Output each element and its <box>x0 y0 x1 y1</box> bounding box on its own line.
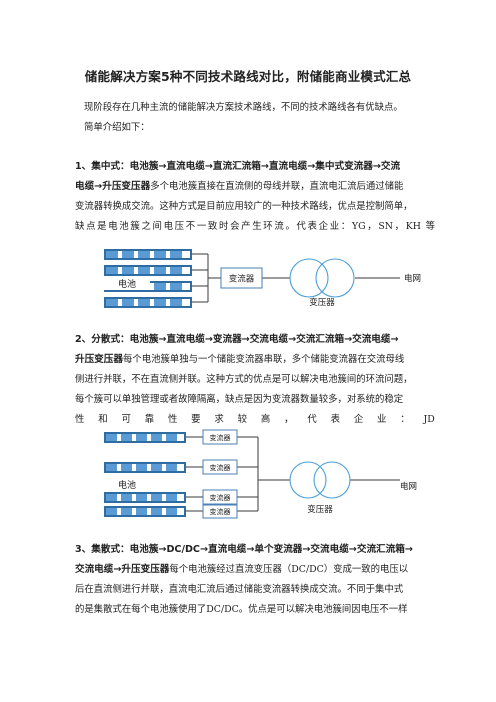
section3-heading: 3、集散式：电池簇→DC/DC→直流电缆→单个变流器→交流电缆→交流汇流箱→ <box>75 544 413 555</box>
section2-line-3: 侧进行并联，不在直流侧并联。这种方式的优点是可以解决电池簇间的环流问题， <box>75 374 413 385</box>
section1-line-2: 电缆→升压变压器多个电池簇直接在直流侧的母线并联，直流电汇流后通过储能 <box>75 181 404 192</box>
converter-box-2 <box>202 459 238 475</box>
section3-line-3: 后在直流侧进行并联，直流电汇流后通过储能变流器转换成交流。不同于集中式 <box>75 584 404 595</box>
converter-label-2: 变流器 <box>210 463 231 472</box>
converter-box-1 <box>202 429 238 445</box>
battery-rack-2 <box>104 462 186 473</box>
intro-line-1: 现阶段存在几种主流的储能解决方案技术路线，不同的技术路线各有优缺点。 <box>83 102 403 113</box>
transformer-coil-2 <box>315 258 355 298</box>
section3-line-2: 交流电缆→升压变压器每个电池簇经过直流变压器（DC/DC）变成一致的电压以 <box>75 564 409 575</box>
battery-rack-4 <box>104 297 192 308</box>
section1-line-3: 变流器转换成交流。这种方式是目前应用较广的一种技术路线，优点是控制简单， <box>75 201 413 212</box>
converter-label-1: 变流器 <box>210 433 231 442</box>
converter-label-4: 变流器 <box>210 507 231 516</box>
transformer-label: 变压器 <box>307 504 333 515</box>
converter-box-3 <box>202 489 238 505</box>
transformer-coil-1 <box>289 461 327 499</box>
section2-line-2: 升压变压器每个电池簇单独与一个储能变流器串联，多个储能变流器在交流母线 <box>75 354 405 365</box>
section2-line-5: 性 和 可 靠 性 要 求 较 高 ， 代 表 企 业 ： JD <box>75 414 435 425</box>
section2-line-4: 每个簇可以单独管理或者故障隔离，缺点是因为变流器数量较多，对系统的稳定 <box>75 394 404 405</box>
section2-heading: 2、分散式：电池簇→直流电缆→变流器→交流电缆→交流汇流箱→交流电缆→ <box>75 334 399 345</box>
ac-bus-lines <box>186 436 400 512</box>
converter-box-4 <box>202 504 238 519</box>
page-title: 储能解决方案5种不同技术路线对比，附储能商业模式汇总 <box>84 69 412 84</box>
converter-label: 变流器 <box>229 274 255 285</box>
section3-line-4: 的是集散式在每个电池簇使用了DC/DC。优点是可以解决电池簇间因电压不一样 <box>75 604 408 615</box>
dc-bus-lines <box>192 253 400 303</box>
battery-label: 电池 <box>118 278 136 290</box>
section1-line-4: 缺点是电池簇之间电压不一致时会产生环流。代表企业：YG，SN，KH 等 <box>75 221 435 232</box>
section1-heading: 1、集中式：电池簇→直流电缆→直流汇流箱→直流电缆→集中式变流器→交流 <box>75 161 401 172</box>
battery-rack-4 <box>104 506 186 517</box>
battery-rack-2 <box>104 265 192 276</box>
battery-rack-1 <box>104 432 186 443</box>
battery-rack-1 <box>104 249 192 260</box>
transformer-coil-2 <box>313 461 351 499</box>
intro-line-2: 简单介绍如下： <box>83 122 150 133</box>
converter-box <box>220 267 263 289</box>
transformer-label: 变压器 <box>309 297 335 308</box>
battery-label: 电池 <box>118 479 136 491</box>
transformer-coil-1 <box>289 258 329 298</box>
grid-label: 电网 <box>400 481 417 492</box>
battery-rack-3 <box>104 492 186 503</box>
grid-label: 电网 <box>404 273 421 284</box>
converter-label-3: 变流器 <box>210 493 231 502</box>
